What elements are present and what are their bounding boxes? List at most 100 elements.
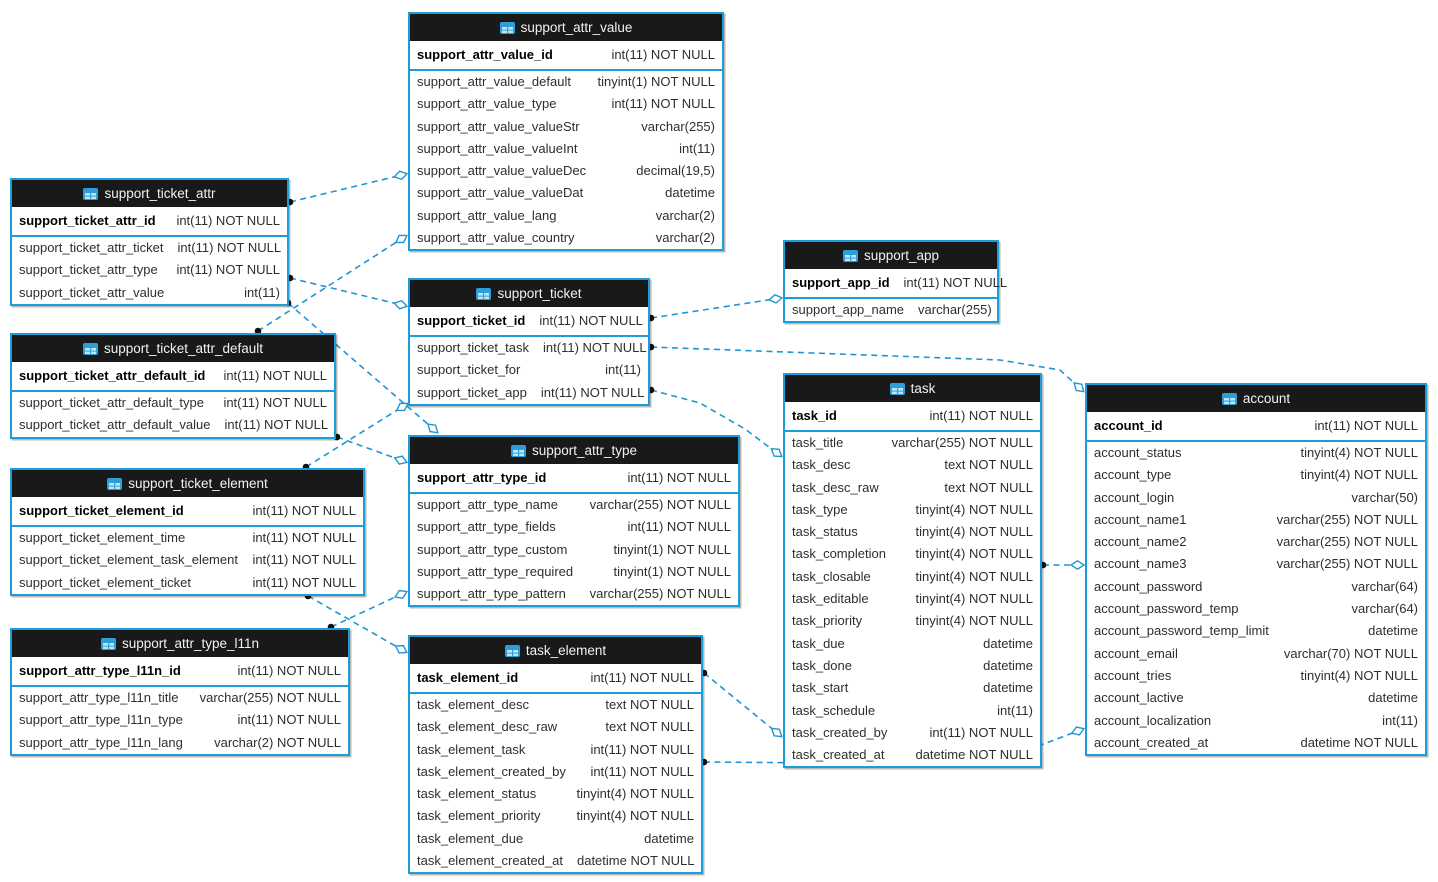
field-name: account_tries: [1094, 667, 1172, 683]
field-type: varchar(255) NOT NULL: [891, 435, 1033, 450]
field-name: support_attr_type_l11n_title: [19, 690, 179, 705]
table-icon: [1221, 392, 1237, 405]
connector-diamond: [426, 423, 439, 434]
field-type: varchar(255) NOT NULL: [1276, 556, 1418, 572]
field-name: task_element_desc: [417, 697, 530, 712]
field-type: int(11) NOT NULL: [252, 530, 356, 545]
field-name: support_ticket_attr_type: [19, 262, 158, 278]
field-type: varchar(2) NOT NULL: [214, 734, 341, 750]
field-name: support_attr_type_l11n_id: [19, 663, 181, 678]
field-name: support_app_id: [792, 275, 890, 290]
connector-diamond: [393, 455, 409, 465]
field-name: support_attr_value_valueDat: [417, 185, 584, 201]
field-name: task_start: [792, 680, 849, 696]
table-title: task: [910, 381, 936, 396]
field-name: task_created_at: [792, 747, 885, 763]
field-type: varchar(255) NOT NULL: [589, 497, 731, 512]
connection-support_ticket-account: [650, 346, 1084, 392]
field-type: int(11) NOT NULL: [627, 519, 731, 535]
field-type: datetime: [983, 680, 1033, 696]
field-name: task_element_id: [417, 670, 519, 685]
field-name: account_password_temp_limit: [1094, 623, 1269, 639]
field-type: int(11): [1382, 712, 1418, 728]
connector-diamond: [1069, 559, 1086, 571]
connection-support_ticket_attr-support_attr_value: [289, 173, 407, 203]
field-name: support_ticket_attr_default_type: [19, 395, 205, 410]
field-type: varchar(255) NOT NULL: [589, 586, 731, 602]
field-type: varchar(64): [1351, 578, 1418, 594]
connection-support_ticket_element-support_ticket: [305, 403, 408, 468]
connector-diamond: [393, 589, 409, 599]
field-type: int(11) NOT NULL: [237, 712, 341, 728]
table-icon: [842, 249, 858, 262]
field-name: account_login: [1094, 489, 1175, 505]
field-name: support_attr_type_pattern: [417, 586, 566, 602]
field-type: tinyint(4) NOT NULL: [915, 613, 1033, 629]
table-title: account: [1242, 391, 1291, 406]
field-type: tinyint(1) NOT NULL: [613, 541, 731, 557]
field-type: datetime NOT NULL: [576, 853, 695, 869]
field-name: account_name3: [1094, 556, 1187, 572]
field-name: support_ticket_element_id: [19, 503, 184, 518]
field-name: account_name1: [1094, 511, 1187, 527]
table-icon: [82, 342, 98, 355]
field-type: int(11) NOT NULL: [177, 240, 282, 255]
field-name: support_attr_type_id: [417, 470, 547, 485]
field-name: task_type: [792, 501, 848, 517]
field-type: int(11) NOT NULL: [590, 763, 694, 779]
field-row: account_tries tinyint(4) NOT NULL: [1087, 665, 1425, 687]
field-name: support_ticket_attr_default_id: [19, 368, 206, 383]
connection-task_element-task: [703, 672, 782, 737]
field-name: task_done: [792, 657, 852, 673]
field-name: support_ticket_attr_ticket: [19, 240, 164, 255]
field-name: support_attr_value_valueStr: [417, 118, 580, 134]
field-type: int(11) NOT NULL: [611, 96, 715, 112]
field-name: support_ticket_id: [417, 313, 526, 328]
table-title: task_element: [525, 643, 607, 658]
field-type: int(11): [997, 702, 1033, 718]
table-header: support_attr_type_l11n: [12, 630, 348, 657]
field-type: tinyint(4) NOT NULL: [1300, 445, 1418, 460]
field-name: task_priority: [792, 613, 863, 629]
field-type: varchar(255) NOT NULL: [1276, 511, 1418, 527]
field-type: text NOT NULL: [944, 457, 1033, 473]
table-icon: [83, 187, 99, 200]
field-type: datetime: [1368, 623, 1418, 639]
field-type: tinyint(4) NOT NULL: [915, 524, 1033, 540]
field-name: support_attr_type_fields: [417, 519, 556, 535]
field-type: int(11): [605, 362, 641, 378]
field-name: support_attr_value_default: [417, 74, 571, 89]
field-type: tinyint(4) NOT NULL: [1300, 667, 1418, 683]
